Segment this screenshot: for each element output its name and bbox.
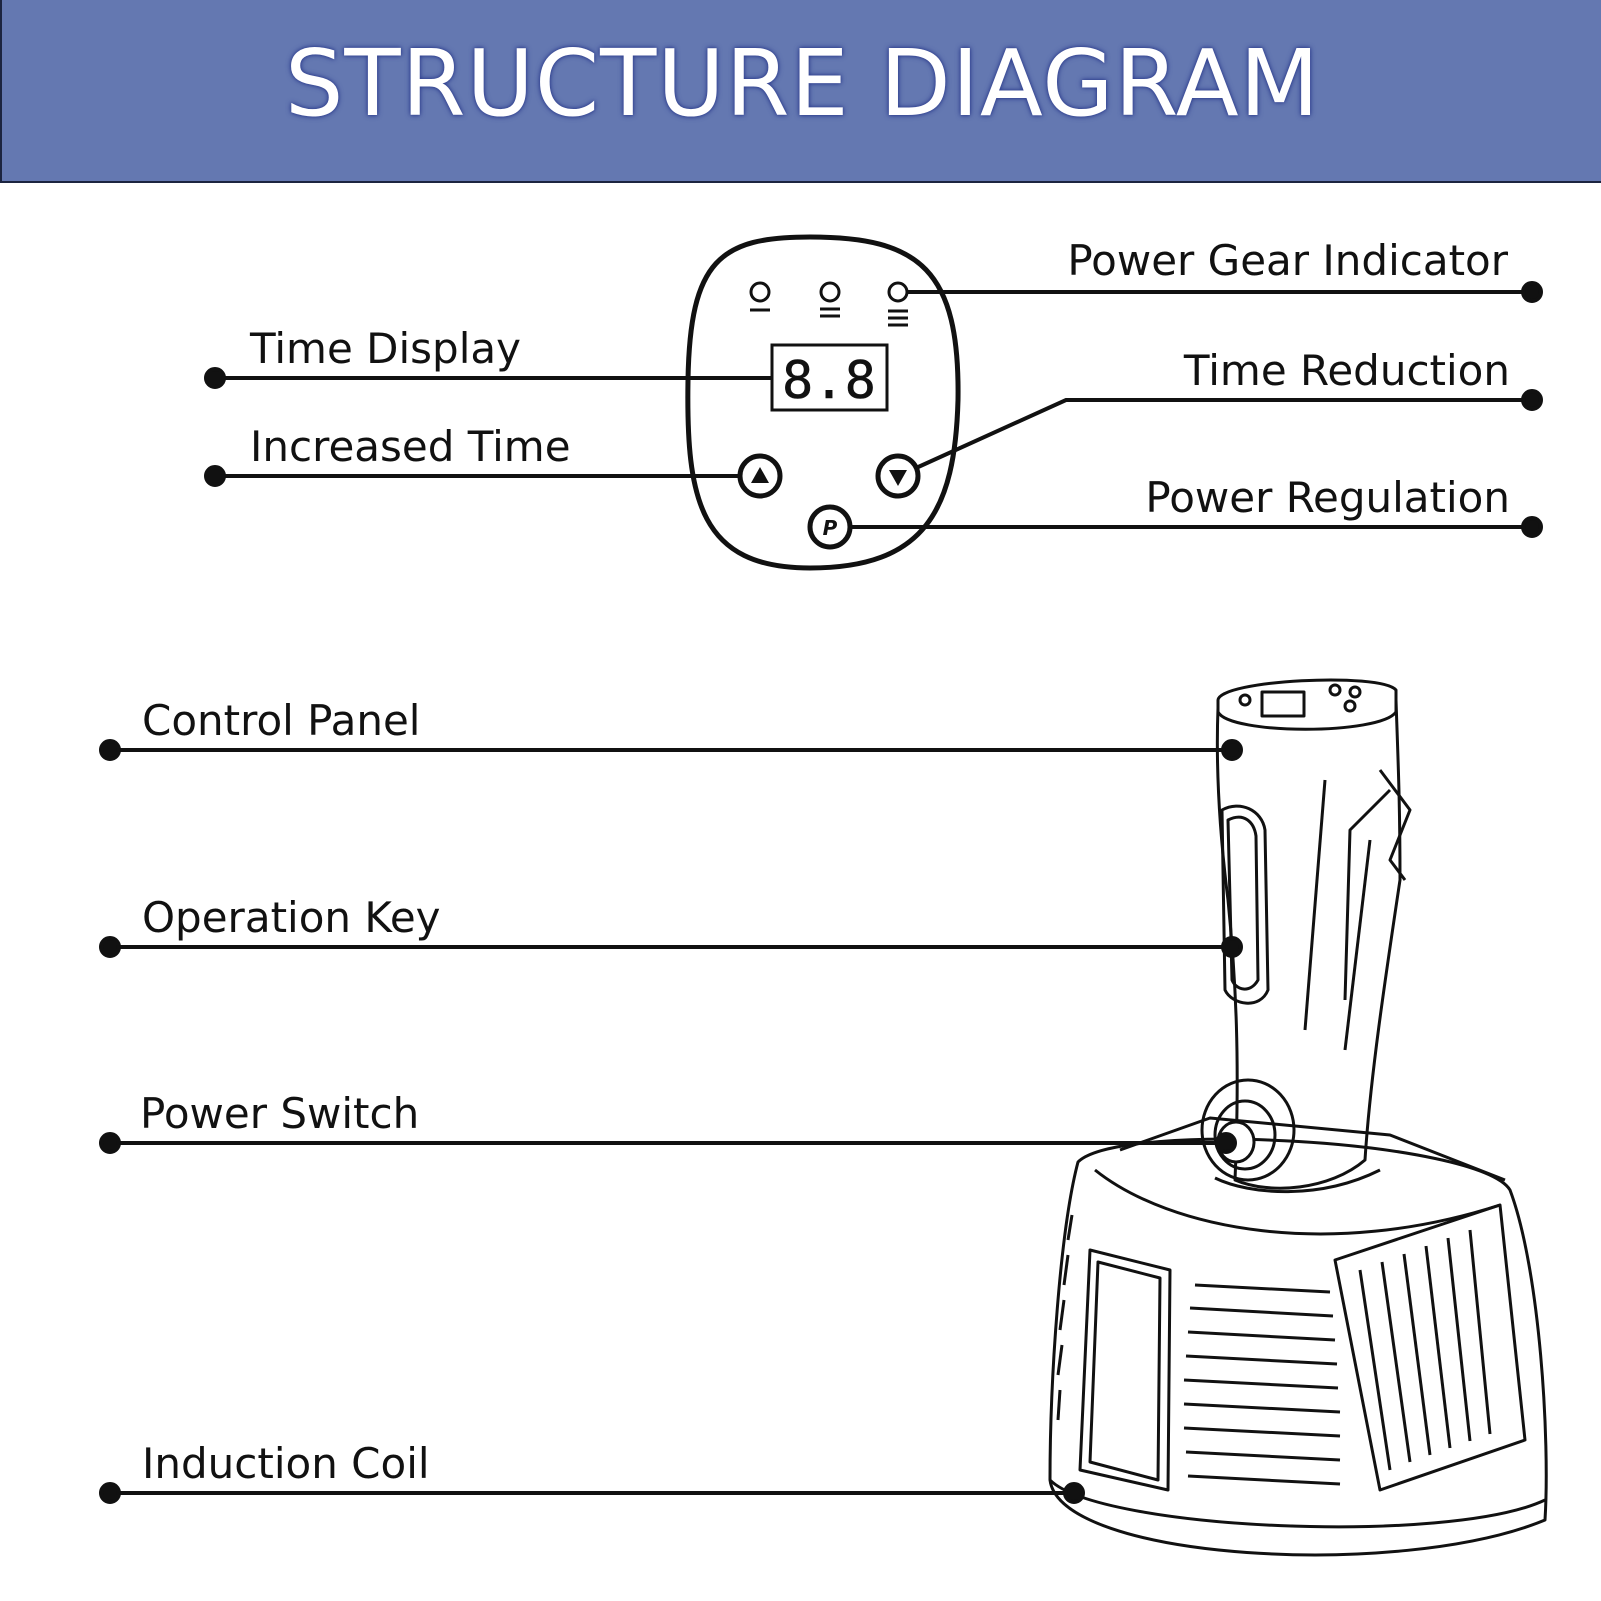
increase-time-button[interactable]: [737, 453, 783, 499]
title-banner: STRUCTURE DIAGRAM: [0, 0, 1601, 183]
power-regulation-button[interactable]: P: [807, 504, 853, 550]
label-induction-coil: Induction Coil: [142, 1439, 430, 1488]
gear-indicator-3: [887, 281, 909, 327]
label-power-regulation: Power Regulation: [1145, 473, 1510, 522]
left-vents: [1056, 1214, 1074, 1421]
decrease-time-button[interactable]: [875, 453, 921, 499]
leader-lines-panel: [204, 281, 1543, 538]
svg-text:P: P: [823, 516, 838, 540]
time-display-screen: [770, 343, 889, 412]
label-increased-time: Increased Time: [250, 422, 571, 471]
side-vents: [1358, 1229, 1492, 1471]
label-time-display: Time Display: [250, 324, 521, 373]
label-time-reduction: Time Reduction: [1183, 346, 1510, 395]
gear-indicator-2: [819, 281, 841, 318]
label-control-panel: Control Panel: [142, 696, 421, 745]
leader-lines-device: [99, 739, 1243, 1504]
label-power-switch: Power Switch: [140, 1089, 420, 1138]
gear-indicator-1: [749, 281, 771, 312]
time-display-value: 8.8: [782, 351, 876, 411]
front-grille: [1183, 1283, 1341, 1486]
label-power-gear-indicator: Power Gear Indicator: [1067, 236, 1508, 285]
label-operation-key: Operation Key: [142, 893, 441, 942]
control-panel-closeup: [685, 234, 961, 571]
device-illustration: [1048, 678, 1548, 1557]
page-title: STRUCTURE DIAGRAM: [284, 30, 1321, 137]
